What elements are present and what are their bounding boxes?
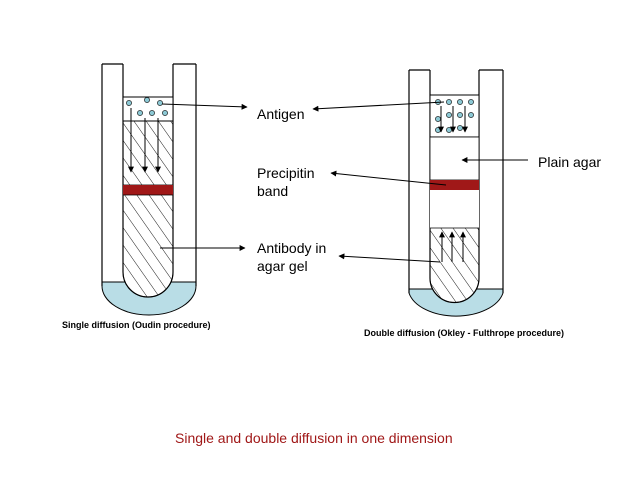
label-antibody-line2: agar gel [257, 258, 308, 274]
label-precipitin-line2: band [257, 183, 289, 199]
label-precipitin: Precipitin band [257, 164, 315, 200]
antibody-gel-right [429, 227, 480, 303]
antigen-arrow-right [312, 101, 445, 112]
antigen-arrow-left [161, 103, 248, 110]
label-precipitin-line1: Precipitin [257, 165, 315, 181]
precipitin-band-left [123, 185, 173, 195]
label-antigen: Antigen [257, 106, 305, 122]
leader-arrows [160, 101, 528, 263]
single-diffusion-tube [101, 63, 197, 316]
label-antibody: Antibody in agar gel [257, 239, 326, 275]
figure-title: Single and double diffusion in one dimen… [175, 430, 453, 446]
tube-bottom-outer [101, 281, 197, 316]
double-diffusion-tube [408, 69, 504, 317]
label-antibody-line1: Antibody in [257, 240, 327, 256]
label-plain-agar: Plain agar [538, 154, 602, 170]
caption-double: Double diffusion (Okley - Fulthrope proc… [364, 328, 565, 338]
precipitin-arrow [330, 170, 447, 186]
caption-single: Single diffusion (Oudin procedure) [62, 320, 211, 330]
antibody-arrow-right [338, 253, 441, 263]
precipitin-band-right [430, 180, 479, 190]
antibody-gel-left [122, 194, 174, 298]
